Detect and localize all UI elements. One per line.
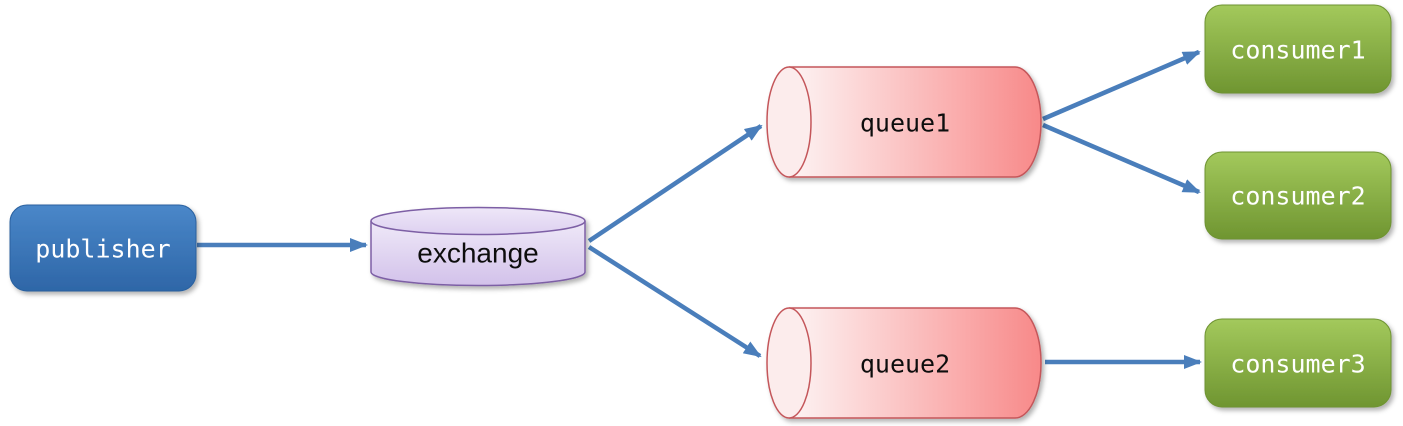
node-consumer1: consumer1 — [1204, 4, 1392, 94]
exchange-cylinder-outline — [370, 221, 586, 287]
edge-exchange-queue1 — [587, 124, 763, 243]
edges — [197, 49, 1202, 369]
edge-exchange-queue2 — [587, 245, 762, 358]
node-queue2-label: queue2 — [860, 350, 950, 379]
queue1-cylinder-end — [766, 66, 812, 178]
exchange-cylinder-body — [371, 221, 585, 286]
queue2-cylinder-end — [766, 307, 812, 419]
consumer3-box — [1204, 318, 1392, 408]
consumer2-box — [1204, 151, 1392, 240]
queue1-cylinder-body — [789, 67, 1041, 177]
edge-queue1-consumer2 — [1042, 122, 1201, 195]
node-exchange: exchange — [370, 206, 586, 287]
queue1-cylinder-outline — [789, 66, 1042, 178]
node-consumer3: consumer3 — [1204, 318, 1392, 408]
publisher-box — [9, 204, 197, 292]
node-exchange-label: exchange — [417, 238, 538, 269]
consumer1-box — [1204, 4, 1392, 94]
node-consumer1-label: consumer1 — [1230, 36, 1365, 65]
exchange-cylinder-rim — [370, 206, 586, 236]
queue2-cylinder-body — [789, 308, 1041, 418]
node-queue1-label: queue1 — [860, 109, 950, 138]
node-publisher-label: publisher — [35, 235, 170, 264]
node-queue2: queue2 — [766, 307, 1042, 419]
node-consumer2: consumer2 — [1204, 151, 1392, 240]
node-consumer3-label: consumer3 — [1230, 350, 1365, 379]
node-publisher: publisher — [9, 204, 197, 292]
node-queue1: queue1 — [766, 66, 1042, 178]
edge-queue1-consumer1 — [1042, 49, 1201, 122]
node-consumer2-label: consumer2 — [1230, 182, 1365, 211]
queue2-cylinder-outline — [789, 307, 1042, 419]
